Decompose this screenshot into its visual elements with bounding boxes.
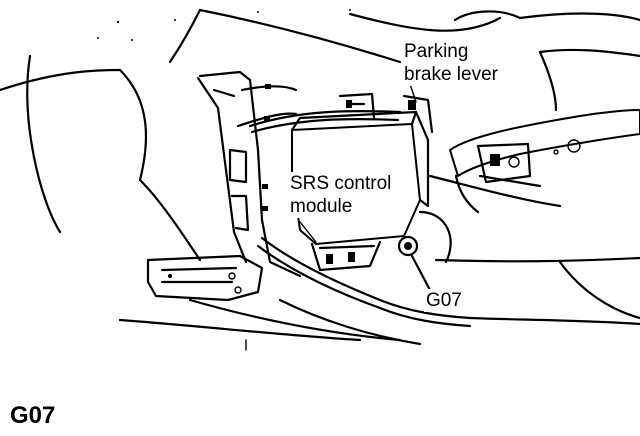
seat-frame bbox=[196, 70, 302, 278]
parking-brake-lever-label: Parking brake lever bbox=[402, 40, 500, 86]
ground-point-label: G07 bbox=[424, 289, 464, 312]
wiring-harness bbox=[118, 110, 472, 346]
srs-control-module-label: SRS control module bbox=[288, 172, 394, 218]
figure-code: G07 bbox=[10, 402, 56, 429]
srs-control-module-line-2: module bbox=[290, 196, 353, 217]
ground-bolt bbox=[397, 235, 432, 292]
parking-brake-lever-line-1: Parking bbox=[404, 41, 469, 62]
parking-brake-lever-line-2: brake lever bbox=[404, 64, 498, 85]
speckles bbox=[97, 9, 351, 41]
body-outline bbox=[0, 8, 640, 262]
srs-control-module-line-1: SRS control bbox=[290, 173, 392, 194]
tunnel bbox=[418, 174, 640, 264]
leader-lines bbox=[299, 83, 417, 243]
lower-bracket bbox=[146, 254, 264, 302]
floor-right bbox=[245, 260, 640, 351]
